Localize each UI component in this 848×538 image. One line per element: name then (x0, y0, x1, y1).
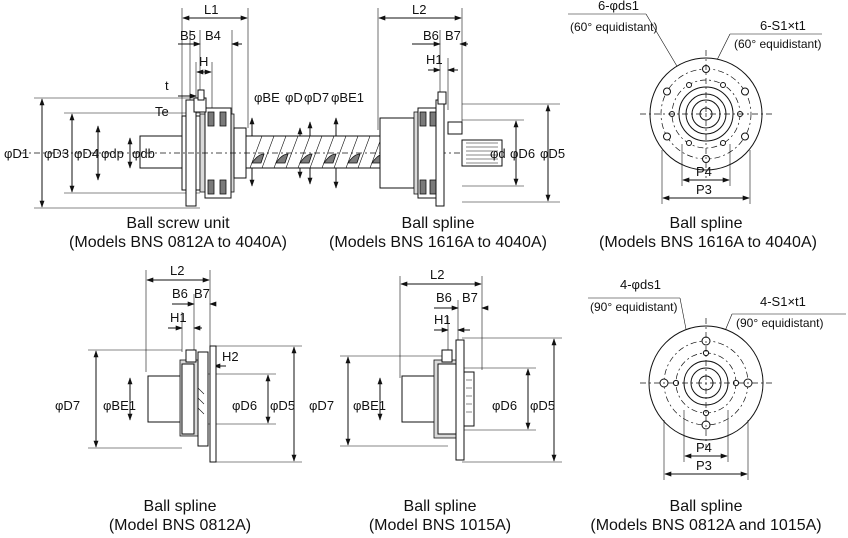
dim-D7: φD7 (55, 398, 80, 413)
dim-L2: L2 (412, 2, 426, 17)
dim-P4: P4 (696, 164, 712, 179)
dim-B6: B6 (436, 290, 452, 305)
hole-spacing-note: (60° equidistant) (570, 20, 658, 34)
dim-D7: φD7 (304, 90, 329, 105)
caption-unit-title: Ball screw unit (126, 215, 230, 232)
flange-four-hole-view (588, 297, 846, 480)
dim-D6: φD6 (232, 398, 257, 413)
dim-D4: φD4 (74, 146, 99, 161)
caption-flange4-title: Ball spline (670, 498, 743, 515)
dim-Te: Te (155, 104, 169, 119)
dim-L2: L2 (430, 267, 444, 282)
ball-spline-0812-labels: L2 B6 B7 H1 H2 φD7 φBE1 φD6 φD5 Ball spl… (55, 263, 295, 534)
ball-spline-1015-view (340, 276, 562, 463)
dim-H1: H1 (426, 52, 443, 67)
dim-B5: B5 (180, 28, 196, 43)
dim-D5: φD5 (530, 398, 555, 413)
dim-B6: B6 (423, 28, 439, 43)
dim-L1: L1 (204, 2, 218, 17)
dim-db: φdb (132, 146, 155, 161)
ball-spline-0812-view (88, 270, 302, 463)
dim-D6: φD6 (510, 146, 535, 161)
ball-screw-unit-labels: L1 B5 B4 H t Te φD1 φD3 φD4 φdp φdb φBE … (4, 2, 364, 251)
caption-0812-title: Ball spline (144, 498, 217, 515)
caption-1015-title: Ball spline (404, 498, 477, 515)
ball-screw-unit-view (20, 8, 470, 209)
dim-B7: B7 (194, 286, 210, 301)
dim-D1: φD1 (4, 146, 29, 161)
caption-flange6-models: (Models BNS 1616A to 4040A) (599, 234, 817, 251)
dim-P4: P4 (696, 440, 712, 455)
caption-unit-models: (Models BNS 0812A to 4040A) (69, 234, 287, 251)
caption-flange6-title: Ball spline (670, 215, 743, 232)
caption-1015-model: (Model BNS 1015A) (369, 517, 511, 534)
caption-flange4-models: (Models BNS 0812A and 1015A) (590, 517, 821, 534)
dim-H1: H1 (434, 312, 451, 327)
dim-t: t (165, 78, 169, 93)
dim-d: φd (490, 146, 506, 161)
hole-count-ds1: 6-φds1 (598, 0, 639, 13)
dim-D6: φD6 (492, 398, 517, 413)
tap-spacing-note: (90° equidistant) (736, 316, 824, 330)
dim-BE1: φBE1 (331, 90, 364, 105)
flange-six-hole-view (568, 13, 822, 204)
dim-dp: φdp (101, 146, 124, 161)
dim-B7: B7 (445, 28, 461, 43)
ball-spline-top-view (377, 8, 560, 207)
dim-P3: P3 (696, 182, 712, 197)
ball-spline-1015-labels: L2 B6 B7 H1 φD7 φBE1 φD6 φD5 Ball spline… (309, 267, 555, 534)
dim-BE1: φBE1 (103, 398, 136, 413)
tap-count-S1t1: 6-S1×t1 (760, 18, 806, 33)
caption-0812-model: (Model BNS 0812A) (109, 517, 251, 534)
dim-H1: H1 (170, 310, 187, 325)
hole-count-ds1: 4-φds1 (620, 277, 661, 292)
dim-D5: φD5 (270, 398, 295, 413)
flange-six-hole-labels: 6-φds1 (60° equidistant) 6-S1×t1 (60° eq… (570, 0, 822, 251)
dim-D7: φD7 (309, 398, 334, 413)
dim-H2: H2 (222, 349, 239, 364)
dim-D5: φD5 (540, 146, 565, 161)
ball-spline-top-labels: L2 B6 B7 H1 φd φD6 φD5 Ball spline (Mode… (329, 2, 565, 251)
dim-BE: φBE (254, 90, 280, 105)
dim-BE1: φBE1 (353, 398, 386, 413)
flange-four-hole-labels: 4-φds1 (90° equidistant) 4-S1×t1 (90° eq… (590, 277, 824, 534)
dim-B6: B6 (172, 286, 188, 301)
dim-P3: P3 (696, 458, 712, 473)
tap-count-S1t1: 4-S1×t1 (760, 294, 806, 309)
dim-H: H (199, 54, 208, 69)
dim-D: φD (285, 90, 303, 105)
caption-spline-top-title: Ball spline (402, 215, 475, 232)
hole-spacing-note: (90° equidistant) (590, 300, 678, 314)
dim-B4: B4 (205, 28, 221, 43)
tap-spacing-note: (60° equidistant) (734, 37, 822, 51)
dim-B7: B7 (462, 290, 478, 305)
dim-L2: L2 (170, 263, 184, 278)
dim-D3: φD3 (44, 146, 69, 161)
caption-spline-top-models: (Models BNS 1616A to 4040A) (329, 234, 547, 251)
